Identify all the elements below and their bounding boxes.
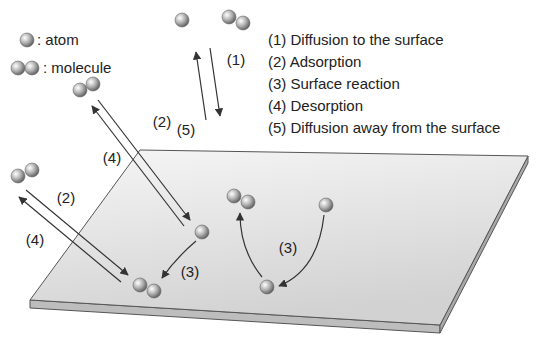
surface-slab (30, 150, 528, 333)
adsorption-arrow (98, 100, 190, 220)
legend-atom (20, 33, 34, 47)
surface-molecule (241, 195, 255, 209)
callout-number: (3) (181, 263, 199, 281)
legend-molecule (11, 61, 25, 75)
process-list-item: (2) Adsorption (268, 53, 361, 71)
adsorbed-molecule (133, 278, 147, 292)
callout-number: (4) (26, 231, 44, 249)
atom (175, 13, 189, 27)
molecule (236, 16, 250, 30)
reaction-arrow (240, 213, 262, 277)
molecule (25, 163, 39, 177)
callout-number: (2) (57, 189, 75, 207)
diffusion-away-arrow (196, 52, 206, 120)
process-list-item: (1) Diffusion to the surface (268, 31, 444, 49)
desorption-arrow (92, 106, 184, 226)
desorption-arrow (19, 197, 121, 282)
legend-text: : atom (37, 31, 79, 49)
process-list-item: (3) Surface reaction (268, 75, 400, 93)
callout-number: (3) (279, 239, 297, 257)
surface-atom (260, 280, 274, 294)
slab-top (30, 150, 528, 325)
process-list-item: (4) Desorption (268, 97, 363, 115)
molecule (11, 169, 25, 183)
adsorption-arrow (26, 190, 128, 275)
callout-number: (5) (177, 121, 195, 139)
callout-number: (2) (153, 113, 171, 131)
surface-molecule (227, 189, 241, 203)
adsorbed-molecule (147, 284, 161, 298)
callout-number: (4) (103, 149, 121, 167)
adsorbed-atom (195, 225, 209, 239)
molecule (86, 77, 100, 91)
molecule (73, 83, 87, 97)
surface-atom (319, 198, 333, 212)
diffusion-to-arrow (210, 48, 220, 116)
molecule (222, 10, 236, 24)
legend-text: : molecule (43, 59, 111, 77)
legend-molecule (25, 61, 39, 75)
reaction-arrow (279, 215, 324, 286)
process-list-item: (5) Diffusion away from the surface (268, 119, 500, 137)
callout-number: (1) (227, 51, 245, 69)
